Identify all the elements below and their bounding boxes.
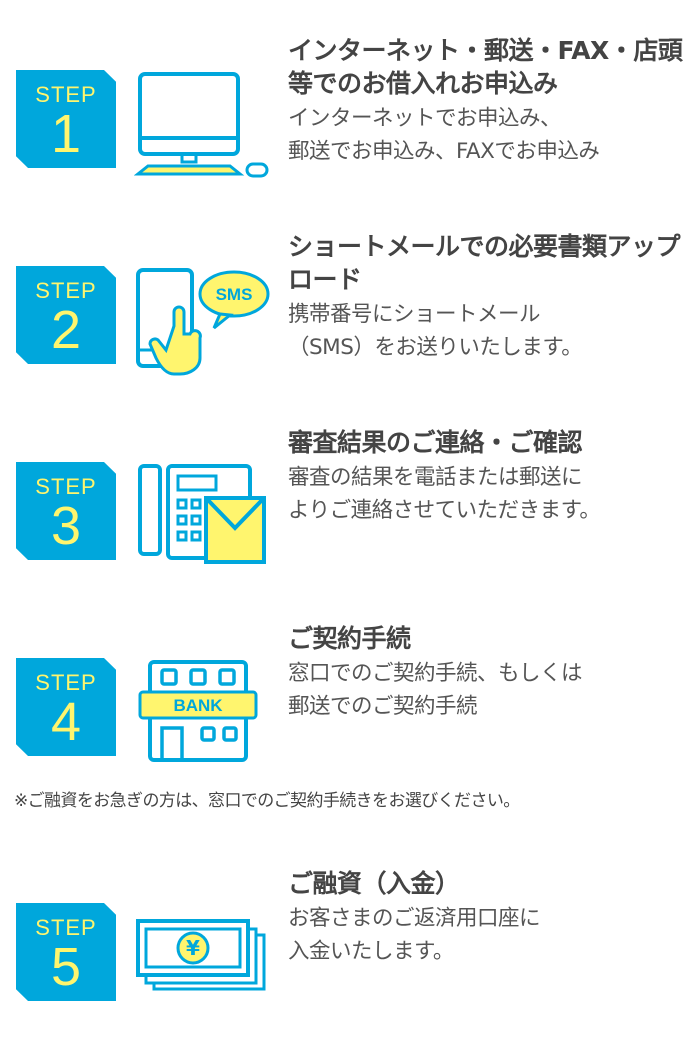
step-number: 4 (50, 692, 82, 752)
step-title: インターネット・郵送・FAX・店頭等でのお借入れお申込み (288, 36, 683, 98)
step-title: ご融資（入金） (288, 869, 460, 898)
smartphone-sms-icon: SMS (134, 266, 274, 376)
step-number: 1 (50, 104, 82, 164)
description-line: よりご連絡させていただきます。 (288, 498, 601, 523)
step-label: STEP (35, 915, 97, 940)
money-icon: ¥ (134, 903, 274, 1013)
step-description: 審査の結果を電話または郵送によりご連絡させていただきます。 (288, 461, 698, 527)
bank-icon: BANK (134, 658, 274, 768)
step-title: 審査結果のご連絡・ご確認 (288, 428, 583, 457)
icon-text: BANK (173, 696, 223, 715)
description-line: 携帯番号にショートメール (288, 302, 541, 327)
description-line: 入金いたします。 (288, 939, 454, 964)
step-description: 携帯番号にショートメール （SMS）をお送りいたします。 (288, 298, 698, 364)
step-description: インターネットでお申込み、郵送でお申込み、FAXでお申込み (288, 102, 698, 168)
icon-text: SMS (216, 285, 253, 304)
step-description: 窓口でのご契約手続、もしくは郵送でのご契約手続 (288, 657, 698, 723)
phone-mail-icon (134, 462, 274, 572)
step-description: お客さまのご返済用口座に入金いたします。 (288, 902, 698, 968)
step-number: 2 (50, 300, 82, 360)
description-line: インターネットでお申込み、 (288, 106, 562, 131)
step-label: STEP (35, 82, 97, 107)
description-line: 郵送でのご契約手続 (288, 694, 478, 719)
step-label: STEP (35, 278, 97, 303)
step-number: 5 (50, 937, 82, 997)
description-line: （SMS）をお送りいたします。 (288, 335, 583, 360)
step-title: ショートメールでの必要書類アップロード (288, 232, 681, 294)
description-line: 郵送でお申込み、FAXでお申込み (288, 139, 600, 164)
step-label: STEP (35, 670, 97, 695)
note-text: ※ご融資をお急ぎの方は、窓口でのご契約手続きをお選びください。 (14, 791, 520, 811)
computer-icon (133, 70, 274, 180)
description-line: 審査の結果を電話または郵送に (288, 465, 583, 490)
icon-text: ¥ (186, 936, 200, 960)
description-line: 窓口でのご契約手続、もしくは (288, 661, 583, 686)
description-line: お客さまのご返済用口座に (288, 906, 541, 931)
step-title: ご契約手続 (288, 624, 411, 653)
step-label: STEP (35, 474, 97, 499)
step-number: 3 (50, 496, 82, 556)
